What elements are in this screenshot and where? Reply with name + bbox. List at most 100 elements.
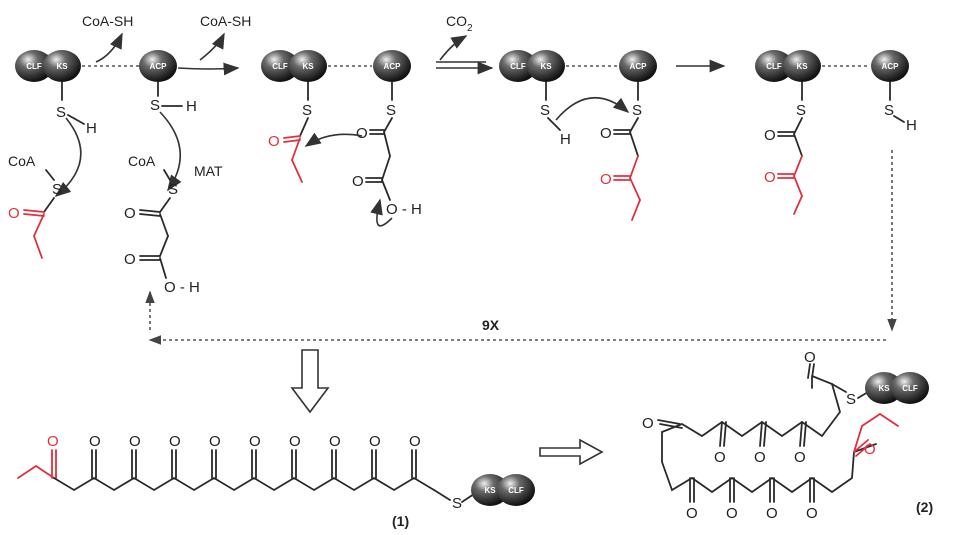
ks-label: KS xyxy=(878,384,890,393)
ks-label: KS xyxy=(484,486,496,495)
coa-sulfur-2: S xyxy=(168,181,178,198)
acp-domain xyxy=(619,50,657,82)
release-arrow-2 xyxy=(199,32,225,61)
ks-sulfur: S xyxy=(796,102,806,119)
ks-sulfur: S xyxy=(540,102,550,119)
carbonyl-oxygen: O xyxy=(89,433,101,450)
carbonyl-oxygen: O xyxy=(369,433,381,450)
ks-hydrogen: H xyxy=(560,131,571,148)
stage-3: CLF KS ACP S O S O O O - H CO2 xyxy=(261,13,494,227)
carbonyl-oxygen: O xyxy=(794,449,806,466)
stage-5: CLF KS ACP S H S O O xyxy=(755,50,917,215)
carbonyl-oxygen: O xyxy=(289,433,301,450)
carbonyl-oxygen: O xyxy=(642,415,654,432)
intermediate-oxygen-2: O xyxy=(600,171,612,188)
clf-label: CLF xyxy=(766,62,782,71)
diketide-oxygen-1: O xyxy=(764,127,776,144)
decarboxylation-arrow xyxy=(370,198,393,227)
clf-domain xyxy=(891,372,929,404)
ks-domain xyxy=(783,50,821,82)
ks-label: KS xyxy=(796,62,808,71)
acp-hydrogen: H xyxy=(186,98,197,115)
acp-domain xyxy=(871,50,909,82)
attack-arrow-2 xyxy=(159,111,182,192)
clf-label: CLF xyxy=(508,486,524,495)
ks-domain xyxy=(865,372,903,404)
ks-domain xyxy=(289,50,327,82)
co2-label: CO2 xyxy=(446,13,473,34)
coa-label-2: CoA xyxy=(128,153,156,169)
malonyl-acp-oxygen-2: O xyxy=(352,173,364,190)
acp-label: ACP xyxy=(384,62,402,71)
mat-label: MAT xyxy=(194,163,223,179)
ks-label: KS xyxy=(540,62,552,71)
co2-release-arrow xyxy=(439,35,468,61)
propionyl-oxygen: O xyxy=(268,133,280,150)
carbonyl-oxygen: O xyxy=(686,505,698,522)
acp-label: ACP xyxy=(630,62,648,71)
coa-sulfur-1: S xyxy=(52,181,62,198)
acp-sulfur: S xyxy=(632,102,642,119)
carbonyl-oxygen: O xyxy=(169,433,181,450)
hollow-right-arrow xyxy=(539,438,604,466)
stage-1: CLF KS S H CoA-SH CoA S O xyxy=(8,13,140,259)
ks-sulfur: S xyxy=(56,104,66,121)
carbonyl-oxygen: O xyxy=(409,433,421,450)
compound-1-carbonyls: O O O O O O O O O xyxy=(89,433,421,479)
diketide-oxygen-2: O xyxy=(764,169,776,186)
malonyl-oxygen-2: O xyxy=(124,251,136,268)
attack-arrow-1 xyxy=(54,117,82,198)
intermediate-oxygen-1: O xyxy=(600,125,612,142)
carbonyl-oxygen: O xyxy=(754,449,766,466)
carbonyl-oxygen: O xyxy=(129,433,141,450)
acp-sulfur: S xyxy=(150,97,160,114)
stage-4: CLF KS ACP S H S O O xyxy=(499,50,726,221)
malonyl-hydroxyl: O - H xyxy=(164,279,200,296)
compound-2-label: (2) xyxy=(916,499,933,515)
propionyl-oxygen: O xyxy=(8,205,20,222)
ks-domain xyxy=(471,474,509,506)
carbonyl-oxygen: O xyxy=(766,505,778,522)
clf-domain xyxy=(261,50,299,82)
thiol-release-arrow xyxy=(555,97,630,121)
clf-label: CLF xyxy=(902,384,918,393)
acp-domain xyxy=(139,50,177,82)
ks-label: KS xyxy=(56,62,68,71)
compound-2-sulfur: S xyxy=(846,391,856,408)
coa-label-1: CoA xyxy=(8,153,36,169)
carbonyl-oxygen: O xyxy=(249,433,261,450)
acp-domain xyxy=(373,50,411,82)
acp-step-arrow xyxy=(177,62,240,76)
ks-sulfur: S xyxy=(302,102,312,119)
ks-label: KS xyxy=(302,62,314,71)
acp-hydrogen: H xyxy=(906,117,917,134)
acp-sulfur: S xyxy=(884,102,894,119)
malonyl-oxygen-1: O xyxy=(124,205,136,222)
stage-2: ACP S H CoA-SH MAT CoA S O O O - H xyxy=(124,13,251,296)
malonyl-acp-hydroxyl: O - H xyxy=(386,201,422,218)
clf-label: CLF xyxy=(26,62,42,71)
clf-domain xyxy=(497,474,535,506)
coa-sh-label-2: CoA-SH xyxy=(200,13,251,29)
clf-domain xyxy=(755,50,793,82)
carbonyl-oxygen: O xyxy=(329,433,341,450)
iteration-loop: 9X xyxy=(145,150,897,414)
carbonyl-oxygen: O xyxy=(714,449,726,466)
compound-1-label: (1) xyxy=(392,513,409,529)
repeat-count-label: 9X xyxy=(482,317,500,333)
malonyl-acp-oxygen-1: O xyxy=(356,125,368,142)
acp-label: ACP xyxy=(150,62,168,71)
carbonyl-oxygen: O xyxy=(806,505,818,522)
acp-sulfur: S xyxy=(386,102,396,119)
compound-2-oxygen-top: O xyxy=(804,349,816,366)
condensation-arrow xyxy=(304,132,363,147)
clf-domain xyxy=(15,50,53,82)
hollow-down-arrow xyxy=(290,349,330,414)
carbonyl-oxygen: O xyxy=(726,505,738,522)
compound-2: O S KS CLF O O O O O O O O O (2) xyxy=(642,349,933,522)
compound-1: O O O O O O O O O O S KS CLF (1) xyxy=(17,433,535,529)
compound-1-oxygen-red: O xyxy=(47,433,59,450)
release-arrow xyxy=(95,32,123,63)
ks-domain xyxy=(43,50,81,82)
